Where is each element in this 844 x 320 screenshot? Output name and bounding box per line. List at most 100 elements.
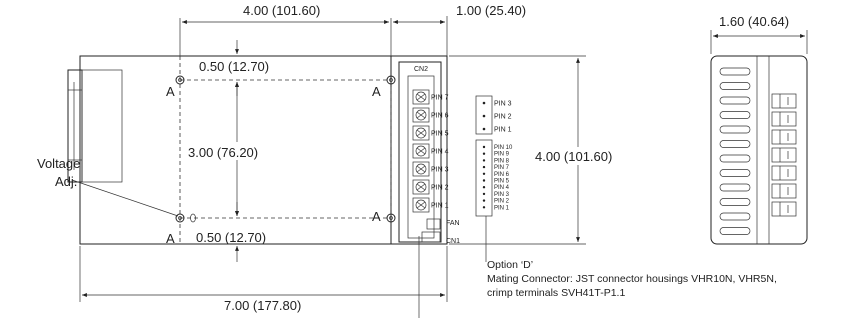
vent-slot (719, 212, 751, 221)
voltage-adj-pot (190, 213, 196, 223)
fan-connector-label: FAN (446, 220, 460, 227)
vent-slot (719, 227, 751, 235)
mounting-pattern (179, 56, 392, 244)
vent-slot (719, 82, 751, 90)
vent-slot (719, 169, 751, 177)
voltage-adj-label: Adj. (55, 174, 77, 189)
option-pin-label: PIN 2 (494, 114, 512, 121)
option-d-line1: Mating Connector: JST connector housings… (487, 273, 777, 285)
option-pin-label: PIN 3 (494, 192, 510, 198)
terminal-screw-head (415, 181, 427, 193)
option-pin-label: PIN 4 (494, 185, 510, 191)
vent-slot (719, 111, 751, 119)
terminal-screw (412, 89, 430, 105)
side-terminal (771, 165, 797, 181)
dim-side-depth: 1.60 (40.64) (719, 14, 789, 29)
option-pin-dot (482, 127, 486, 131)
terminal-pin-label: PIN 6 (431, 113, 449, 120)
side-terminal (771, 201, 797, 217)
option-pin-label: PIN 10 (494, 145, 513, 151)
terminal-screw-head (415, 145, 427, 157)
option-pin-dot (482, 206, 486, 209)
mounting-hole (175, 75, 185, 85)
vent-slot (719, 183, 751, 192)
mount-label-a: A (166, 231, 175, 246)
option-connector-top (475, 95, 493, 135)
vent-slot (719, 140, 751, 148)
mounting-hole (386, 213, 396, 223)
option-pin-dot (482, 192, 486, 196)
vent-slot (719, 67, 751, 76)
option-pin-label: PIN 1 (494, 127, 512, 134)
side-vents (719, 67, 751, 235)
cn2-label: CN2 (414, 66, 428, 73)
dim-overall-length: 7.00 (177.80) (224, 298, 301, 313)
dim-overall-height: 4.00 (101.60) (535, 149, 612, 164)
mount-label-a: A (166, 84, 175, 99)
cn1-label: CN1 (446, 238, 460, 245)
terminal-screw (412, 197, 430, 213)
mounting-holes (175, 75, 396, 223)
dim-inner-top: 0.50 (12.70) (199, 59, 269, 74)
option-pin-label: PIN 7 (494, 165, 510, 171)
side-terminal (771, 111, 797, 127)
vent-slot (719, 96, 751, 105)
vent-slot (719, 125, 751, 134)
terminal-screw (412, 161, 430, 177)
cn1-connector (421, 231, 441, 243)
option-pin-label: PIN 1 (494, 205, 510, 211)
option-pin-dot (482, 165, 486, 169)
dim-inner-height: 3.00 (76.20) (188, 145, 258, 160)
option-pin-label: PIN 9 (494, 152, 510, 158)
terminal-block (398, 61, 442, 243)
option-connector-bottom (475, 139, 493, 217)
terminal-pin-label: PIN 5 (431, 131, 449, 138)
option-pin-dot (482, 179, 486, 182)
side-terminal (771, 129, 797, 145)
terminal-pin-label: PIN 1 (431, 203, 449, 210)
terminal-screw-head (415, 127, 427, 139)
side-terminal (771, 93, 797, 109)
voltage-adj-label: Voltage (37, 156, 80, 171)
mounting-hole (175, 213, 185, 223)
terminal-screw-head (415, 199, 427, 211)
fan (67, 69, 123, 183)
option-pin-label: PIN 2 (494, 199, 510, 205)
option-pin-label: PIN 6 (494, 172, 510, 178)
side-terminals (771, 93, 797, 217)
vent-slot (719, 198, 751, 206)
option-pin-dot (482, 159, 486, 162)
mount-label-a: A (372, 209, 381, 224)
option-pin-dot (482, 199, 486, 202)
option-pin-label: PIN 8 (494, 158, 510, 164)
option-d-line2: crimp terminals SVH41T-P1.1 (487, 287, 625, 299)
terminal-screw (412, 143, 430, 159)
side-view (710, 55, 808, 245)
mount-label-a: A (372, 84, 381, 99)
vent-slot (719, 154, 751, 163)
terminal-screw (412, 107, 430, 123)
dim-top-connector: 1.00 (25.40) (456, 3, 526, 18)
terminal-pin-label: PIN 2 (431, 185, 449, 192)
dim-top-width: 4.00 (101.60) (243, 3, 320, 18)
terminal-pin-label: PIN 4 (431, 149, 449, 156)
terminal-pin-label: PIN 7 (431, 95, 449, 102)
terminal-pin-label: PIN 3 (431, 167, 449, 174)
option-pin-dot (482, 152, 486, 155)
option-pin-dot (482, 186, 486, 189)
terminal-screw-head (415, 163, 427, 175)
option-pin-dot (482, 114, 486, 118)
side-terminal (771, 183, 797, 199)
side-terminal (771, 147, 797, 163)
option-d-title: Option ‘D’ (487, 259, 533, 271)
terminal-screw (412, 125, 430, 141)
fan-connector (426, 218, 441, 230)
terminal-screw-head (415, 109, 427, 121)
option-pin-dot (482, 145, 486, 149)
mounting-hole (386, 75, 396, 85)
option-pin-label: PIN 5 (494, 179, 510, 185)
terminal-screws: PIN 7 PIN 6 PIN 5 PIN 4 PIN 3 PIN 2 PIN 1 (412, 89, 449, 213)
